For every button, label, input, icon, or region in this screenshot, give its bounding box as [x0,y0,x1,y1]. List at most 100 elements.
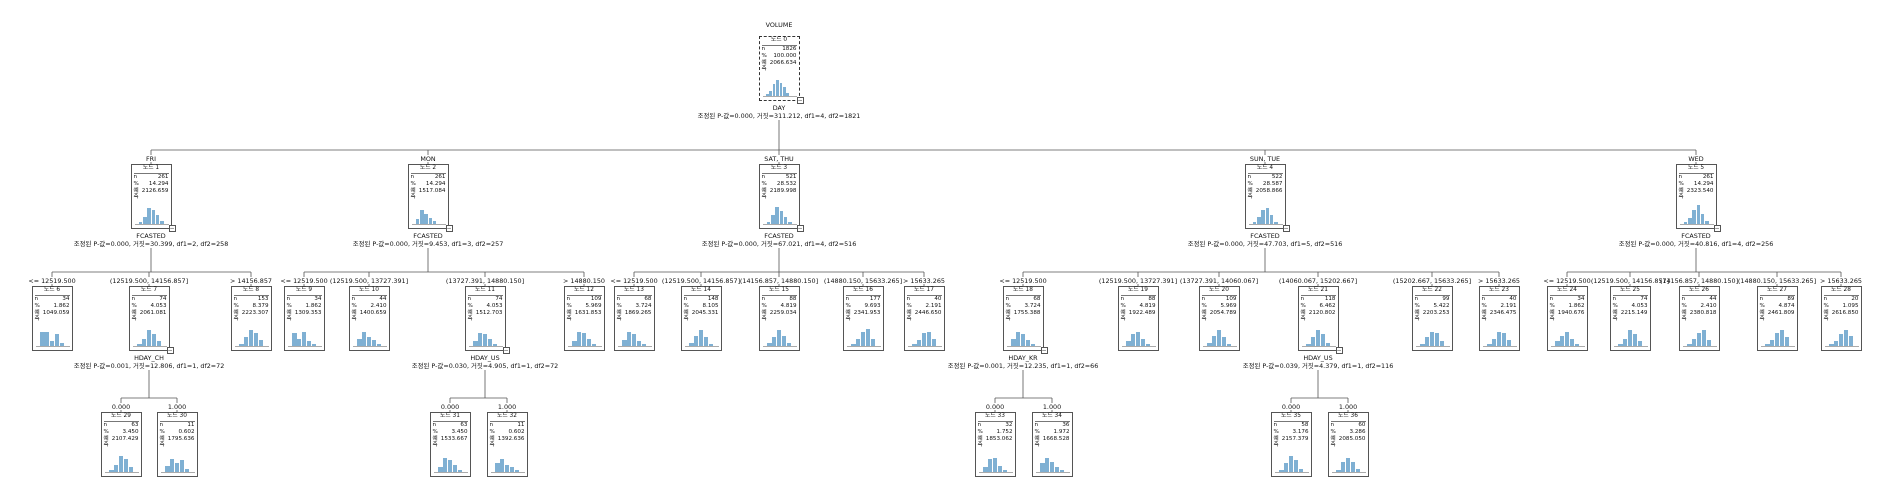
node-prediction-label: 예측 [159,436,165,448]
histogram-bar [1355,468,1361,473]
histogram-bar [1336,470,1341,473]
node-divider [410,173,446,174]
node-percent-label: % [286,303,292,309]
histogram-bar [582,333,587,347]
split-statistics: 조정된 P-값=0.039, 거짓=4.379, df1=1, df2=116 [1242,362,1394,370]
branch-label: (14156.857, 14880.150] [739,277,819,285]
node-histogram [762,69,797,97]
histogram-bar [1705,220,1709,225]
histogram-bar [1779,330,1785,347]
split-variable: FCASTED [1681,232,1711,240]
histogram-bar [302,331,307,347]
histogram-bar [424,213,428,225]
histogram-bar [1289,456,1294,473]
collapse-toggle[interactable]: − [1282,225,1290,232]
histogram-bar [1126,341,1131,347]
histogram-bar [689,342,694,347]
node-percent-row: %6.462 [1301,303,1336,310]
node-count: 36 [1062,422,1070,428]
node-percent: 4.819 [1139,303,1156,309]
node-count: 20 [1851,296,1859,302]
node-percent-label: % [467,303,473,309]
histogram-bar [1311,337,1316,347]
node-divider [683,295,719,296]
node-prediction-label: 예측 [906,310,912,322]
node-percent-row: %4.053 [132,303,167,310]
collapse-toggle[interactable]: − [168,225,176,232]
node-prediction: 1631.853 [574,310,602,316]
collapse-toggle[interactable]: − [1335,347,1343,354]
histogram-bar [1843,330,1849,347]
node-count: 58 [1301,422,1309,428]
node-percent-row: %8.105 [684,303,719,310]
histogram-bar [420,209,424,225]
collapse-toggle[interactable]: − [796,225,804,232]
histogram-axis [1202,346,1237,347]
histogram-bar [1687,344,1692,347]
node-percent: 3.450 [122,429,139,435]
collapse-toggle[interactable]: − [166,347,174,354]
collapse-toggle[interactable]: − [1040,347,1048,354]
node-title: 노드 21 [1308,287,1328,293]
node-percent: 6.462 [1319,303,1336,309]
histogram-axis [978,472,1013,473]
histogram-bar [509,467,515,473]
histogram-bar [708,344,714,347]
branch-label: FRI [145,155,157,163]
histogram-bar [694,335,699,347]
node-count-label: n [616,296,621,302]
node-prediction-label: 예측 [1612,310,1618,322]
collapse-toggle[interactable]: − [796,97,804,104]
node-title: 노드 12 [574,287,594,293]
node-count-label: n [131,296,136,302]
node-percent-row: %2.191 [1482,303,1517,310]
node-title: 노드 9 [295,287,313,293]
collapse-toggle[interactable]: − [502,347,510,354]
collapse-toggle[interactable]: − [445,225,453,232]
node-percent-label: % [432,429,438,435]
collapse-toggle[interactable]: − [1713,225,1721,232]
